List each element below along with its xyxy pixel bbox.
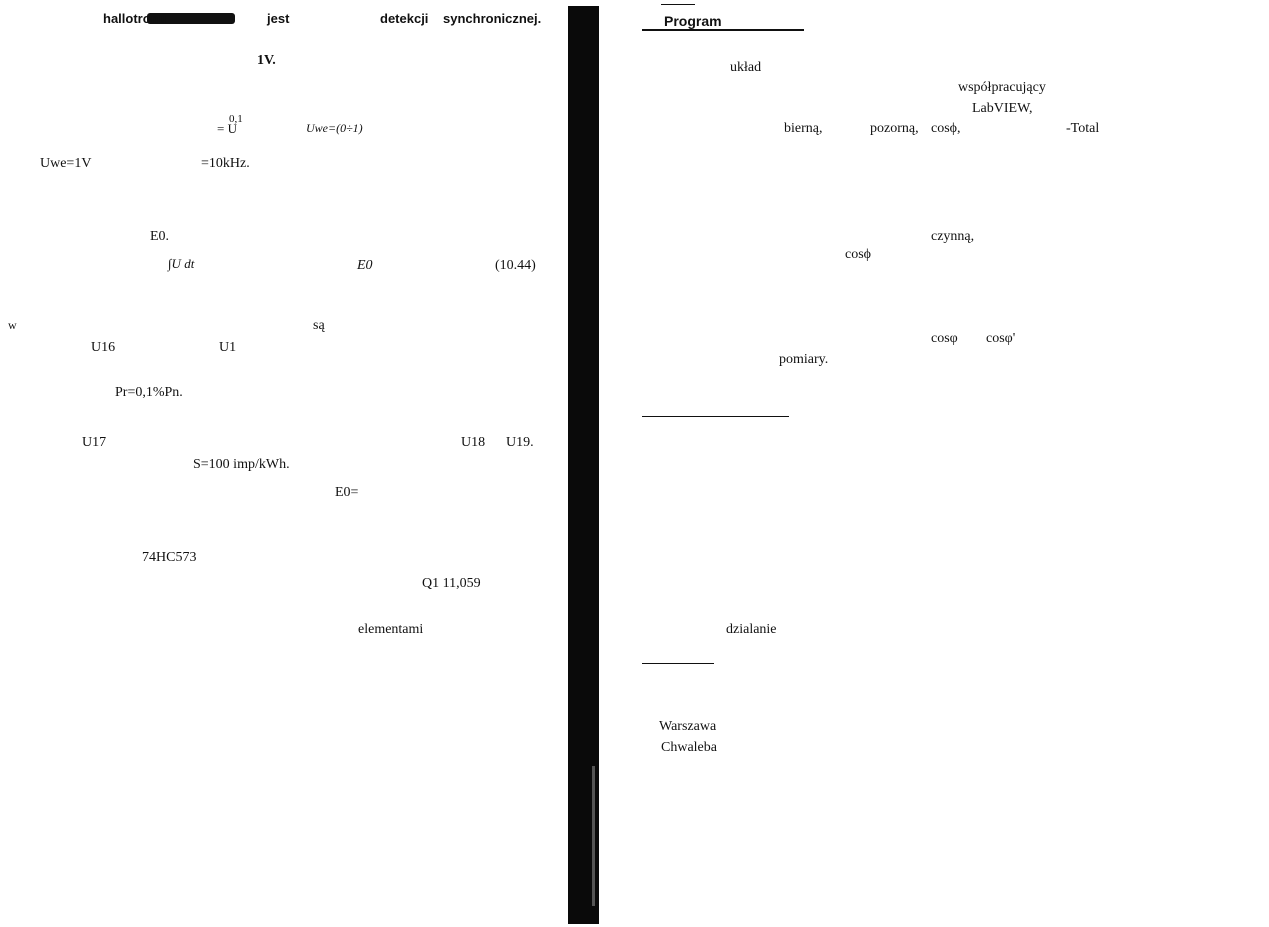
text: Pr=0,1%Pn.: [115, 385, 183, 400]
formula-integral: ∫U dt: [168, 256, 195, 271]
text: cosϕ,: [931, 121, 961, 136]
text: S=100 imp/kWh.: [193, 457, 290, 472]
text: Warszawa: [659, 719, 717, 734]
section-heading: Program: [664, 13, 722, 29]
rule: [642, 663, 714, 664]
text: U17: [82, 435, 107, 450]
text: LabVIEW,: [972, 101, 1033, 116]
formula-lhs: = U: [217, 121, 237, 136]
text: cosϕ: [845, 247, 872, 262]
text: -Total: [1066, 121, 1100, 136]
text: czynną,: [931, 229, 975, 244]
text: pozorną,: [870, 121, 919, 136]
rule: [642, 416, 789, 417]
text: elementami: [358, 622, 424, 637]
text: U1: [219, 340, 237, 355]
text: układ: [730, 60, 762, 75]
formula-e0: E0: [357, 258, 373, 273]
text: Q1 11,059: [422, 576, 481, 591]
header-word: detekcji: [380, 11, 429, 26]
header-word: jest: [267, 11, 290, 26]
formula-range: Uwe=(0÷1): [306, 121, 363, 135]
text: U19.: [506, 435, 534, 450]
text: bierną,: [784, 121, 823, 136]
text: cosφ': [986, 331, 1016, 346]
book-spine-shadow: [568, 6, 599, 924]
text: U16: [91, 340, 116, 355]
redacted-text: [147, 13, 235, 24]
text: 1V.: [257, 53, 276, 68]
text: 74HC573: [142, 550, 197, 565]
header-word: hallotronu: [103, 11, 167, 26]
text: dzialanie: [726, 622, 777, 637]
text: pomiary.: [779, 352, 829, 367]
heading-underline: [642, 29, 804, 31]
text: E0=: [335, 485, 359, 500]
text: Chwaleba: [661, 740, 717, 755]
header-word: synchronicznej.: [443, 11, 542, 26]
text: cosφ: [931, 331, 958, 346]
rule: [661, 4, 695, 5]
text: są: [313, 318, 325, 333]
equation-number: (10.44): [495, 258, 536, 273]
formula-fraction: 0,1: [229, 113, 243, 125]
text: w: [8, 318, 17, 332]
text: Uwe=1V: [40, 156, 92, 171]
text: =10kHz.: [201, 156, 250, 171]
text: współpracujący: [958, 80, 1046, 95]
text: U18: [461, 435, 486, 450]
text: E0.: [150, 229, 170, 244]
